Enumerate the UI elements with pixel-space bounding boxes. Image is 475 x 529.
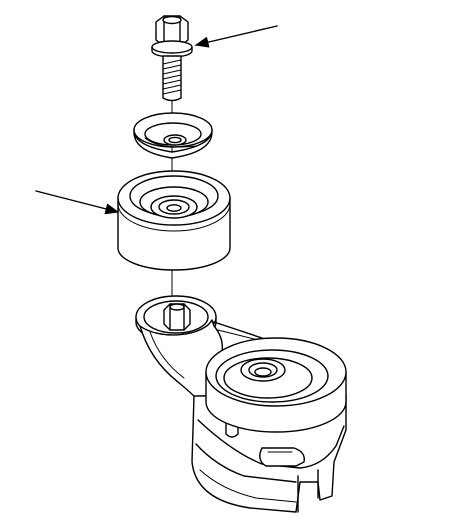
- idler-pulley: [117, 170, 231, 271]
- callout-bolt: [194, 25, 278, 48]
- callout-pulley: [35, 190, 120, 215]
- tensioner-assembly: [139, 319, 347, 513]
- flange-bolt: [151, 15, 193, 102]
- washer-plate: [133, 112, 213, 159]
